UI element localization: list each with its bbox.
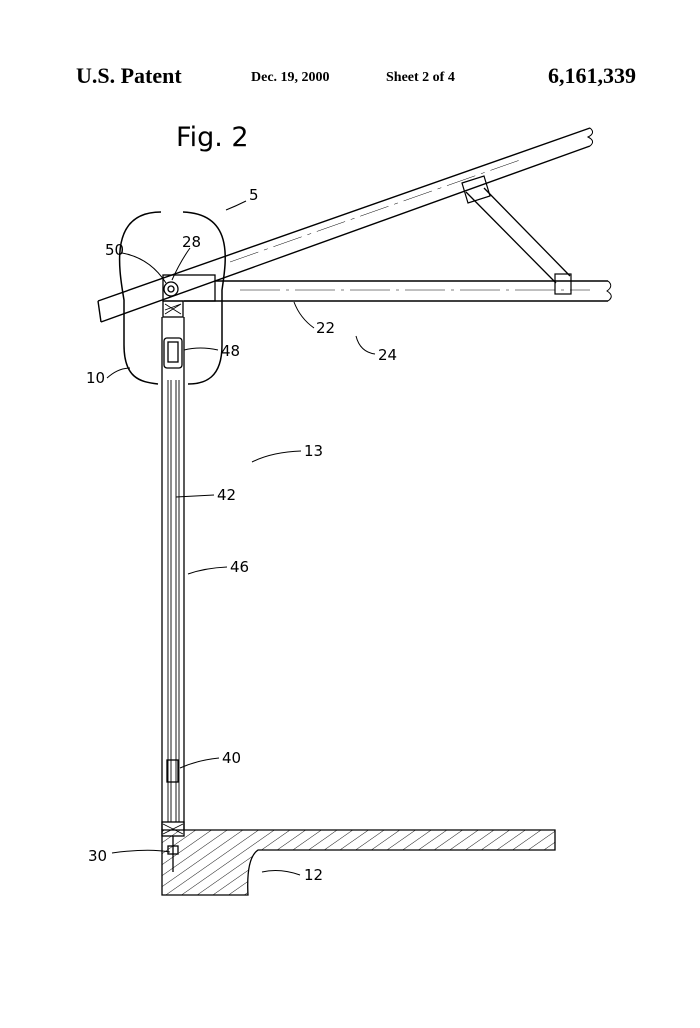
ref-label-12: 12 xyxy=(304,866,323,884)
ref-label-30: 30 xyxy=(88,847,107,865)
ref-label-13: 13 xyxy=(304,442,323,460)
vertical-tube-assembly xyxy=(161,317,185,872)
ref-label-40: 40 xyxy=(222,749,241,767)
ref-label-50: 50 xyxy=(105,241,124,259)
ceiling-joist xyxy=(184,280,612,302)
header-date: Dec. 19, 2000 xyxy=(251,70,330,85)
ref-label-5: 5 xyxy=(249,186,259,204)
ref-label-22: 22 xyxy=(316,319,335,337)
header-patent-number: 6,161,339 xyxy=(548,63,636,88)
roof-rafter xyxy=(97,127,594,323)
detail-outline xyxy=(118,211,226,385)
ref-label-42: 42 xyxy=(217,486,236,504)
ref-label-28: 28 xyxy=(182,233,201,251)
mounting-block xyxy=(162,274,216,318)
leader-lines xyxy=(106,200,376,876)
ref-label-24: 24 xyxy=(378,346,397,364)
figure-title: Fig. 2 xyxy=(176,122,249,153)
diagonal-brace xyxy=(461,175,572,295)
ref-label-10: 10 xyxy=(86,369,105,387)
ref-label-48: 48 xyxy=(221,342,240,360)
header-sheet-number: Sheet 2 of 4 xyxy=(386,70,455,85)
ref-label-46: 46 xyxy=(230,558,249,576)
concrete-floor xyxy=(161,829,556,896)
header-patent-label: U.S. Patent xyxy=(76,63,182,88)
